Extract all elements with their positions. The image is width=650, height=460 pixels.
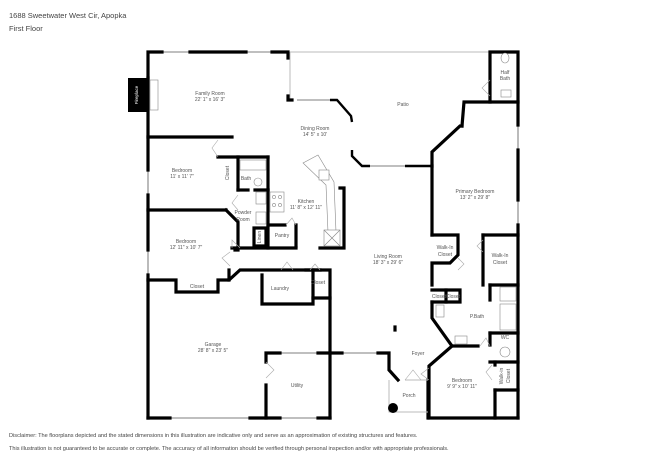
wc-label: WC (501, 335, 510, 341)
kitchen-sink-icon (318, 169, 330, 181)
family-room-dims: 22' 1" x 16' 3" (195, 97, 225, 103)
bedroom-2-label: Bedroom (176, 239, 196, 245)
sink-icon (255, 211, 267, 225)
dining-room-dims: 14' 5" x 10' (303, 132, 327, 138)
porch-outline (388, 379, 428, 413)
utility-label: Utility (291, 383, 304, 389)
walkin-closet-2-label-1: Walk-In (492, 253, 509, 259)
fixtures (239, 52, 517, 358)
bathtub-icon (239, 159, 267, 171)
shower-icon (499, 286, 517, 302)
p-bath-label: P.Bath (470, 314, 485, 320)
primary-bedroom-label: Primary Bedroom (456, 189, 495, 195)
sink-icon (435, 304, 445, 318)
fireplace-label: Fireplace (134, 85, 139, 104)
porch-column-icon (388, 403, 398, 413)
patio-outline (289, 51, 490, 100)
walkin-closet-2-label-2: Closet (493, 260, 508, 266)
sink-icon (255, 191, 267, 205)
bathtub-icon (499, 303, 517, 331)
powder-room-label-1: Powder (235, 210, 252, 216)
bedroom-1-dims: 11' x 11' 7" (170, 174, 194, 180)
closet-2-label: Closet (190, 284, 205, 290)
disclaimer-line-1: Disclaimer: The floorplans depicted and … (9, 433, 418, 439)
living-room-label: Living Room (374, 254, 402, 260)
closet-5-label: Closet (446, 294, 461, 300)
property-address: 1688 Sweetwater West Cir, Apopka (9, 11, 127, 20)
toilet-icon (499, 346, 511, 358)
closet-3-label: Closet (311, 280, 326, 286)
kitchen-label: Kitchen (298, 199, 315, 205)
bedroom-1-label: Bedroom (172, 168, 192, 174)
sink-icon (454, 335, 468, 345)
primary-bedroom-dims: 13' 2" x 29' 8" (460, 195, 490, 201)
linen-label: Linen (257, 231, 263, 243)
toilet-icon (500, 52, 510, 64)
half-bath-label-1: Half (501, 70, 511, 76)
exterior-walls (146, 50, 520, 420)
half-bath-label-2: Bath (500, 76, 511, 82)
closet-4-label: Closet (432, 294, 447, 300)
stove-icon (269, 191, 285, 213)
living-room-dims: 18' 3" x 29' 6" (373, 260, 403, 266)
powder-room-label-2: Room (236, 217, 249, 223)
floor-label: First Floor (9, 24, 43, 33)
fireplace: Fireplace (128, 78, 159, 112)
disclaimer-line-2: This illustration is not guaranteed to b… (9, 446, 449, 452)
walkin-closet-1-label-2: Closet (438, 252, 453, 258)
windows (147, 51, 519, 419)
walkin-closet-3-label-2: Closet (506, 368, 512, 383)
walkin-closet-3-label-1: Walk-in (499, 368, 505, 385)
bath-label: Bath (241, 176, 252, 182)
sink-icon (500, 89, 512, 98)
pantry-label: Pantry (275, 233, 290, 239)
kitchen-dims: 11' 8" x 12' 11" (290, 205, 322, 211)
kitchen-counter (302, 154, 337, 233)
toilet-icon (253, 177, 263, 187)
garage-dims: 28' 8" x 23' 5" (198, 348, 228, 354)
walkin-closet-1-label-1: Walk-In (437, 245, 454, 251)
room-labels: Family Room 22' 1" x 16' 3" Dining Room … (170, 70, 512, 399)
doors[interactable] (211, 79, 493, 381)
family-room-label: Family Room (195, 91, 224, 97)
porch-label: Porch (402, 393, 415, 399)
bedroom-2-dims: 12' 11" x 10' 7" (170, 245, 203, 251)
closet-1-label: Closet (225, 165, 231, 180)
bedroom-3-dims: 9' 9" x 10' 11" (447, 384, 477, 390)
laundry-label: Laundry (271, 286, 290, 292)
patio-label: Patio (397, 102, 409, 108)
interior-walls (146, 155, 520, 420)
bedroom-3-label: Bedroom (452, 378, 472, 384)
dining-room-label: Dining Room (301, 126, 330, 132)
foyer-label: Foyer (412, 351, 425, 357)
garage-label: Garage (205, 342, 222, 348)
